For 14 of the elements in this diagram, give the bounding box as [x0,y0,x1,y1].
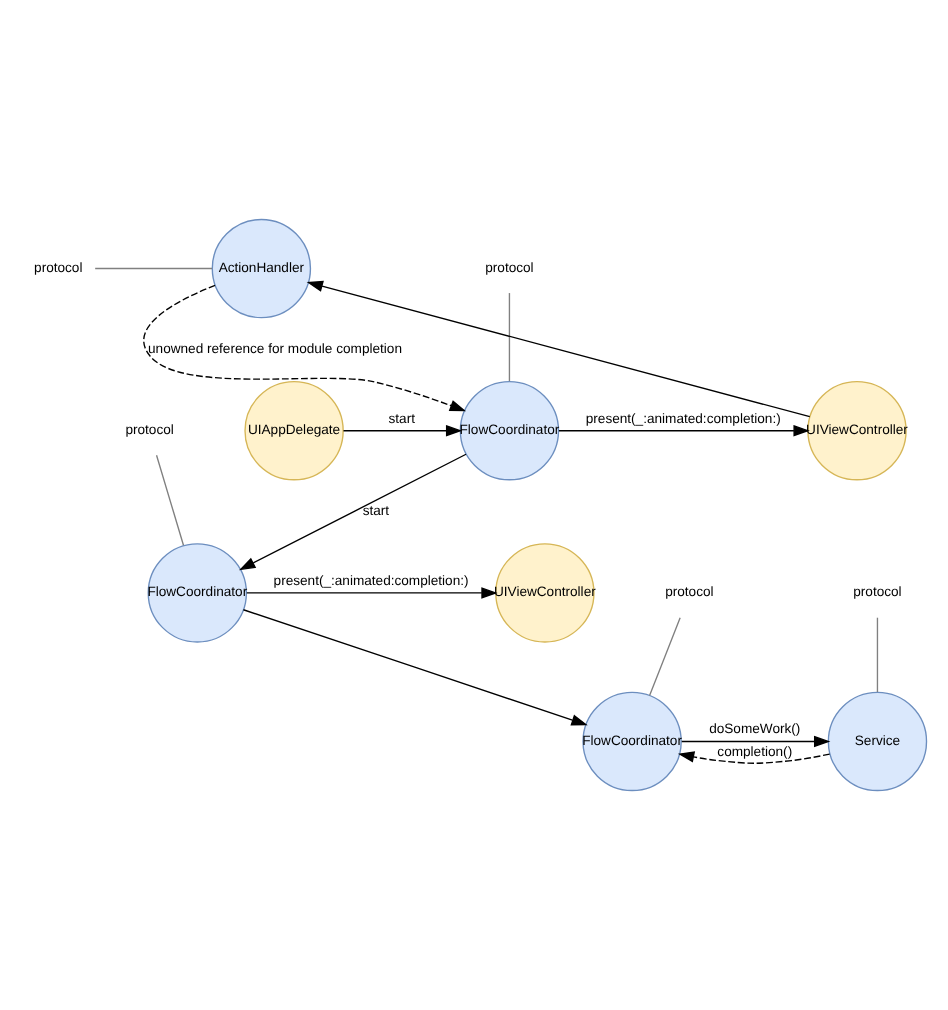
connector [508,292,511,382]
arrow [242,609,588,726]
arrow [239,453,467,571]
connector [155,454,185,546]
connector [876,617,879,693]
arrow [558,425,810,437]
arrow [246,587,498,599]
arrow [306,280,811,418]
connector [94,267,213,270]
arrow [681,735,831,748]
connector [648,617,681,697]
arrow [143,284,467,412]
arrow [342,425,463,437]
arrow [677,751,831,764]
